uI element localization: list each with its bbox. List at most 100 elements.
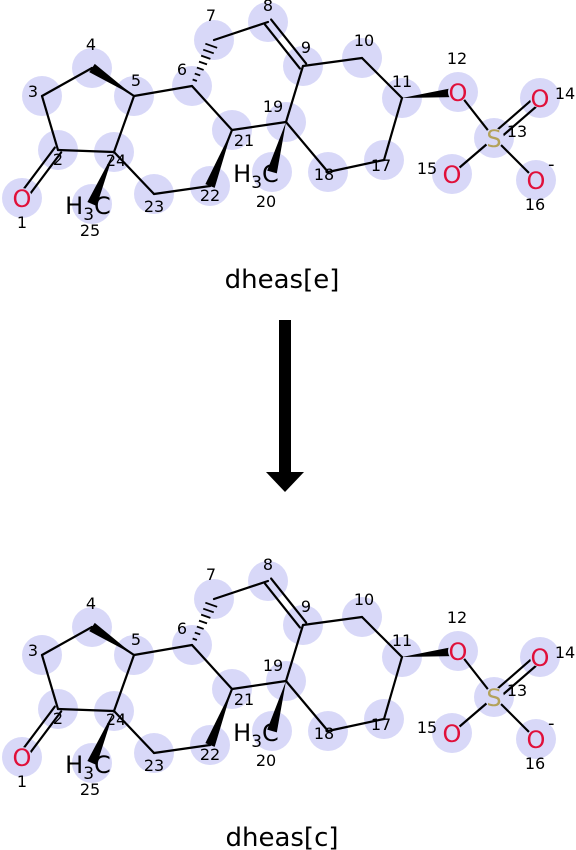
hash-6-7-6 [202, 48, 215, 55]
atom-index-10: 10 [354, 590, 374, 609]
bond-19-9 [284, 64, 305, 124]
bond-18-19 [284, 679, 330, 733]
bond-2-1-a [17, 705, 56, 756]
atom-index-8: 8 [263, 555, 273, 574]
bond-5-6 [132, 643, 194, 657]
atom-index-25: 25 [80, 221, 100, 240]
atom-index-9: 9 [301, 38, 311, 57]
hash-6-7-5 [200, 613, 211, 619]
hash-6-7-7 [205, 42, 218, 49]
hash-6-7-3 [196, 625, 204, 630]
wedge-5-4 [89, 622, 134, 655]
bond-11-17 [382, 655, 404, 721]
atom-index-16: 16 [525, 754, 545, 773]
atom-index-7: 7 [206, 565, 216, 584]
bond-8-9-a [263, 23, 301, 70]
atom-index-10: 10 [354, 31, 374, 50]
bond-13-14-b [490, 93, 539, 137]
bond-21-19 [230, 120, 288, 132]
caption-dheas-c: dheas[c] [225, 823, 338, 850]
bond-6-21 [190, 84, 234, 132]
wedge-24-25 [87, 711, 114, 765]
bond-3-2 [40, 94, 60, 152]
bond-2-1-a [17, 146, 56, 197]
atom-index-12: 12 [447, 49, 467, 68]
wedge-24-25 [87, 152, 114, 206]
hash-6-7-2 [194, 72, 201, 77]
atom-label-1: O [13, 185, 32, 213]
atom-label-14: O [531, 644, 550, 672]
atom-label-14: O [531, 85, 550, 113]
caption-dheas-e: dheas[e] [225, 265, 340, 295]
wedge-11-12 [402, 87, 459, 98]
atom-index-1: 1 [17, 772, 27, 791]
atom-label-bg-13 [484, 128, 504, 148]
atom-index-3: 3 [28, 82, 38, 101]
atom-index-13: 13 [507, 122, 527, 141]
atom-index-21: 21 [234, 690, 254, 709]
wedge-19-20 [267, 122, 286, 174]
atom-index-1: 1 [17, 213, 27, 232]
atom-index-14: 14 [555, 84, 575, 103]
atom-index-17: 17 [371, 715, 391, 734]
atom-label-12: O [449, 638, 468, 666]
atom-label-20: H3C [233, 719, 279, 752]
wedge-5-4 [89, 63, 134, 96]
bond-13-14-a [495, 658, 544, 702]
atom-index-22: 22 [200, 186, 220, 205]
atom-index-20: 20 [256, 751, 276, 770]
atom-index-18: 18 [314, 724, 334, 743]
bond-2-1-b [24, 151, 63, 202]
bond-18-19 [284, 120, 330, 174]
atom-label-bg-15 [442, 723, 462, 743]
hash-6-7-5 [200, 54, 211, 60]
bond-8-9-b [270, 577, 308, 624]
atom-label-20: H3C [233, 160, 279, 193]
atom-index-9: 9 [301, 597, 311, 616]
atom-index-17: 17 [371, 156, 391, 175]
bond-8-9-b [270, 18, 308, 65]
atom-index-3: 3 [28, 641, 38, 660]
atom-index-18: 18 [314, 165, 334, 184]
hash-6-7-6 [202, 607, 215, 614]
atom-label-15: O [443, 161, 462, 189]
bond-9-10 [301, 56, 364, 68]
atom-index-8: 8 [263, 0, 273, 15]
bond-7-8 [212, 20, 270, 42]
atom-index-14: 14 [555, 643, 575, 662]
atom-label-25: H3C [65, 751, 111, 784]
atom-index-11: 11 [392, 72, 412, 91]
bond-2-1-b [24, 710, 63, 761]
bond-10-11 [360, 56, 404, 100]
atom-index-12: 12 [447, 608, 467, 627]
atom-label-bg-13 [484, 687, 504, 707]
bond-11-17 [382, 96, 404, 162]
atom-index-2: 2 [53, 150, 63, 169]
bond-22-23 [152, 743, 212, 755]
atom-label-1: O [13, 744, 32, 772]
atom-index-6: 6 [177, 619, 187, 638]
atom-label-13: S [486, 125, 501, 153]
atom-label-bg-12 [448, 82, 468, 102]
hash-6-7-2 [194, 631, 201, 636]
atom-label-13: S [486, 684, 501, 712]
atom-index-5: 5 [131, 71, 141, 90]
bond-2-24 [56, 707, 116, 713]
hash-6-7-7 [205, 601, 218, 608]
atom-label-bg-16 [526, 170, 546, 190]
bond-3-2 [40, 653, 60, 711]
bond-23-24 [112, 150, 156, 196]
wedge-21-22 [205, 130, 232, 188]
hash-6-7-3 [196, 66, 204, 71]
atom-index-19: 19 [263, 656, 283, 675]
wedge-21-22 [205, 689, 232, 747]
bond-6-21 [190, 643, 234, 691]
atom-index-7: 7 [206, 6, 216, 25]
atom-label-16: O [527, 167, 546, 195]
atom-index-21: 21 [234, 131, 254, 150]
atom-index-19: 19 [263, 97, 283, 116]
atom-index-24: 24 [106, 151, 126, 170]
atom-index-4: 4 [86, 35, 96, 54]
bond-10-11 [360, 615, 404, 659]
